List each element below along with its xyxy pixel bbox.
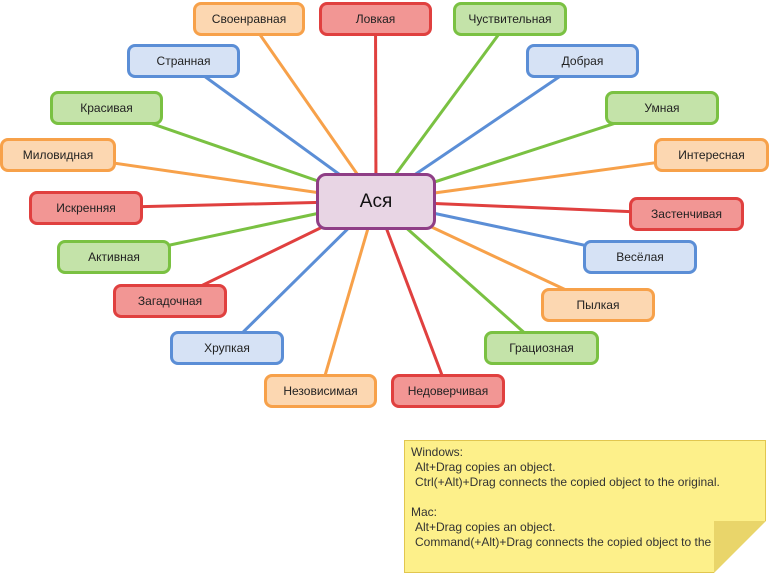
- note-mac-title: Mac:: [411, 505, 438, 519]
- topic-node-label: Умная: [644, 101, 680, 115]
- center-node[interactable]: Ася: [316, 173, 436, 230]
- topic-node[interactable]: Грациозная: [484, 331, 599, 365]
- topic-node-label: Красивая: [80, 101, 133, 115]
- topic-node[interactable]: Недоверчивая: [391, 374, 505, 408]
- connector-line: [319, 200, 378, 392]
- note-windows-title: Windows:: [411, 445, 464, 459]
- connector-line: [374, 18, 512, 202]
- topic-node-label: Активная: [88, 250, 140, 264]
- topic-node-label: Грациозная: [509, 341, 574, 355]
- topic-node[interactable]: Незовисимая: [264, 374, 377, 408]
- topic-node[interactable]: Умная: [605, 91, 719, 125]
- topic-node[interactable]: Весёлая: [583, 240, 697, 274]
- note-mac-line-2: Command(+Alt)+Drag connects the copied o…: [415, 535, 757, 549]
- topic-node[interactable]: Странная: [127, 44, 240, 78]
- topic-node[interactable]: Миловидная: [0, 138, 116, 172]
- topic-node-label: Весёлая: [616, 250, 664, 264]
- topic-node[interactable]: Активная: [57, 240, 171, 274]
- note-windows-line-2: Ctrl(+Alt)+Drag connects the copied obje…: [415, 475, 720, 489]
- topic-node[interactable]: Пылкая: [541, 288, 655, 322]
- connector-line: [374, 18, 378, 202]
- topic-node-label: Застенчивая: [651, 207, 722, 221]
- topic-node-label: Миловидная: [22, 148, 94, 162]
- note-folded-corner: [714, 521, 766, 573]
- topic-node-label: Странная: [156, 54, 211, 68]
- topic-node[interactable]: Интересная: [654, 138, 769, 172]
- topic-node-label: Недоверчивая: [407, 384, 489, 398]
- note-mac-line-1: Alt+Drag copies an object.: [415, 520, 556, 534]
- connector-line: [247, 18, 378, 202]
- topic-node-label: Незовисимая: [283, 384, 358, 398]
- topic-node-label: Хрупкая: [204, 341, 250, 355]
- topic-node[interactable]: Загадочная: [113, 284, 227, 318]
- topic-node[interactable]: Красивая: [50, 91, 163, 125]
- topic-node-label: Интересная: [678, 148, 745, 162]
- topic-node-label: Искренняя: [56, 201, 116, 215]
- topic-node[interactable]: Чуствительная: [453, 2, 567, 36]
- center-node-label: Ася: [359, 190, 393, 212]
- topic-node[interactable]: Хрупкая: [170, 331, 284, 365]
- topic-node-label: Своенравная: [211, 12, 287, 26]
- topic-node-label: Пылкая: [576, 298, 620, 312]
- help-sticky-note: Windows: Alt+Drag copies an object. Ctrl…: [404, 440, 766, 573]
- topic-node[interactable]: Застенчивая: [629, 197, 744, 231]
- topic-node-label: Ловкая: [355, 12, 396, 26]
- connector-line: [374, 200, 450, 392]
- topic-node[interactable]: Ловкая: [319, 2, 432, 36]
- topic-node-label: Чуствительная: [468, 12, 552, 26]
- topic-node[interactable]: Искренняя: [29, 191, 143, 225]
- topic-node-label: Добрая: [561, 54, 604, 68]
- topic-node-label: Загадочная: [137, 294, 203, 308]
- topic-node[interactable]: Своенравная: [193, 2, 305, 36]
- note-windows-line-1: Alt+Drag copies an object.: [415, 460, 556, 474]
- topic-node[interactable]: Добрая: [526, 44, 639, 78]
